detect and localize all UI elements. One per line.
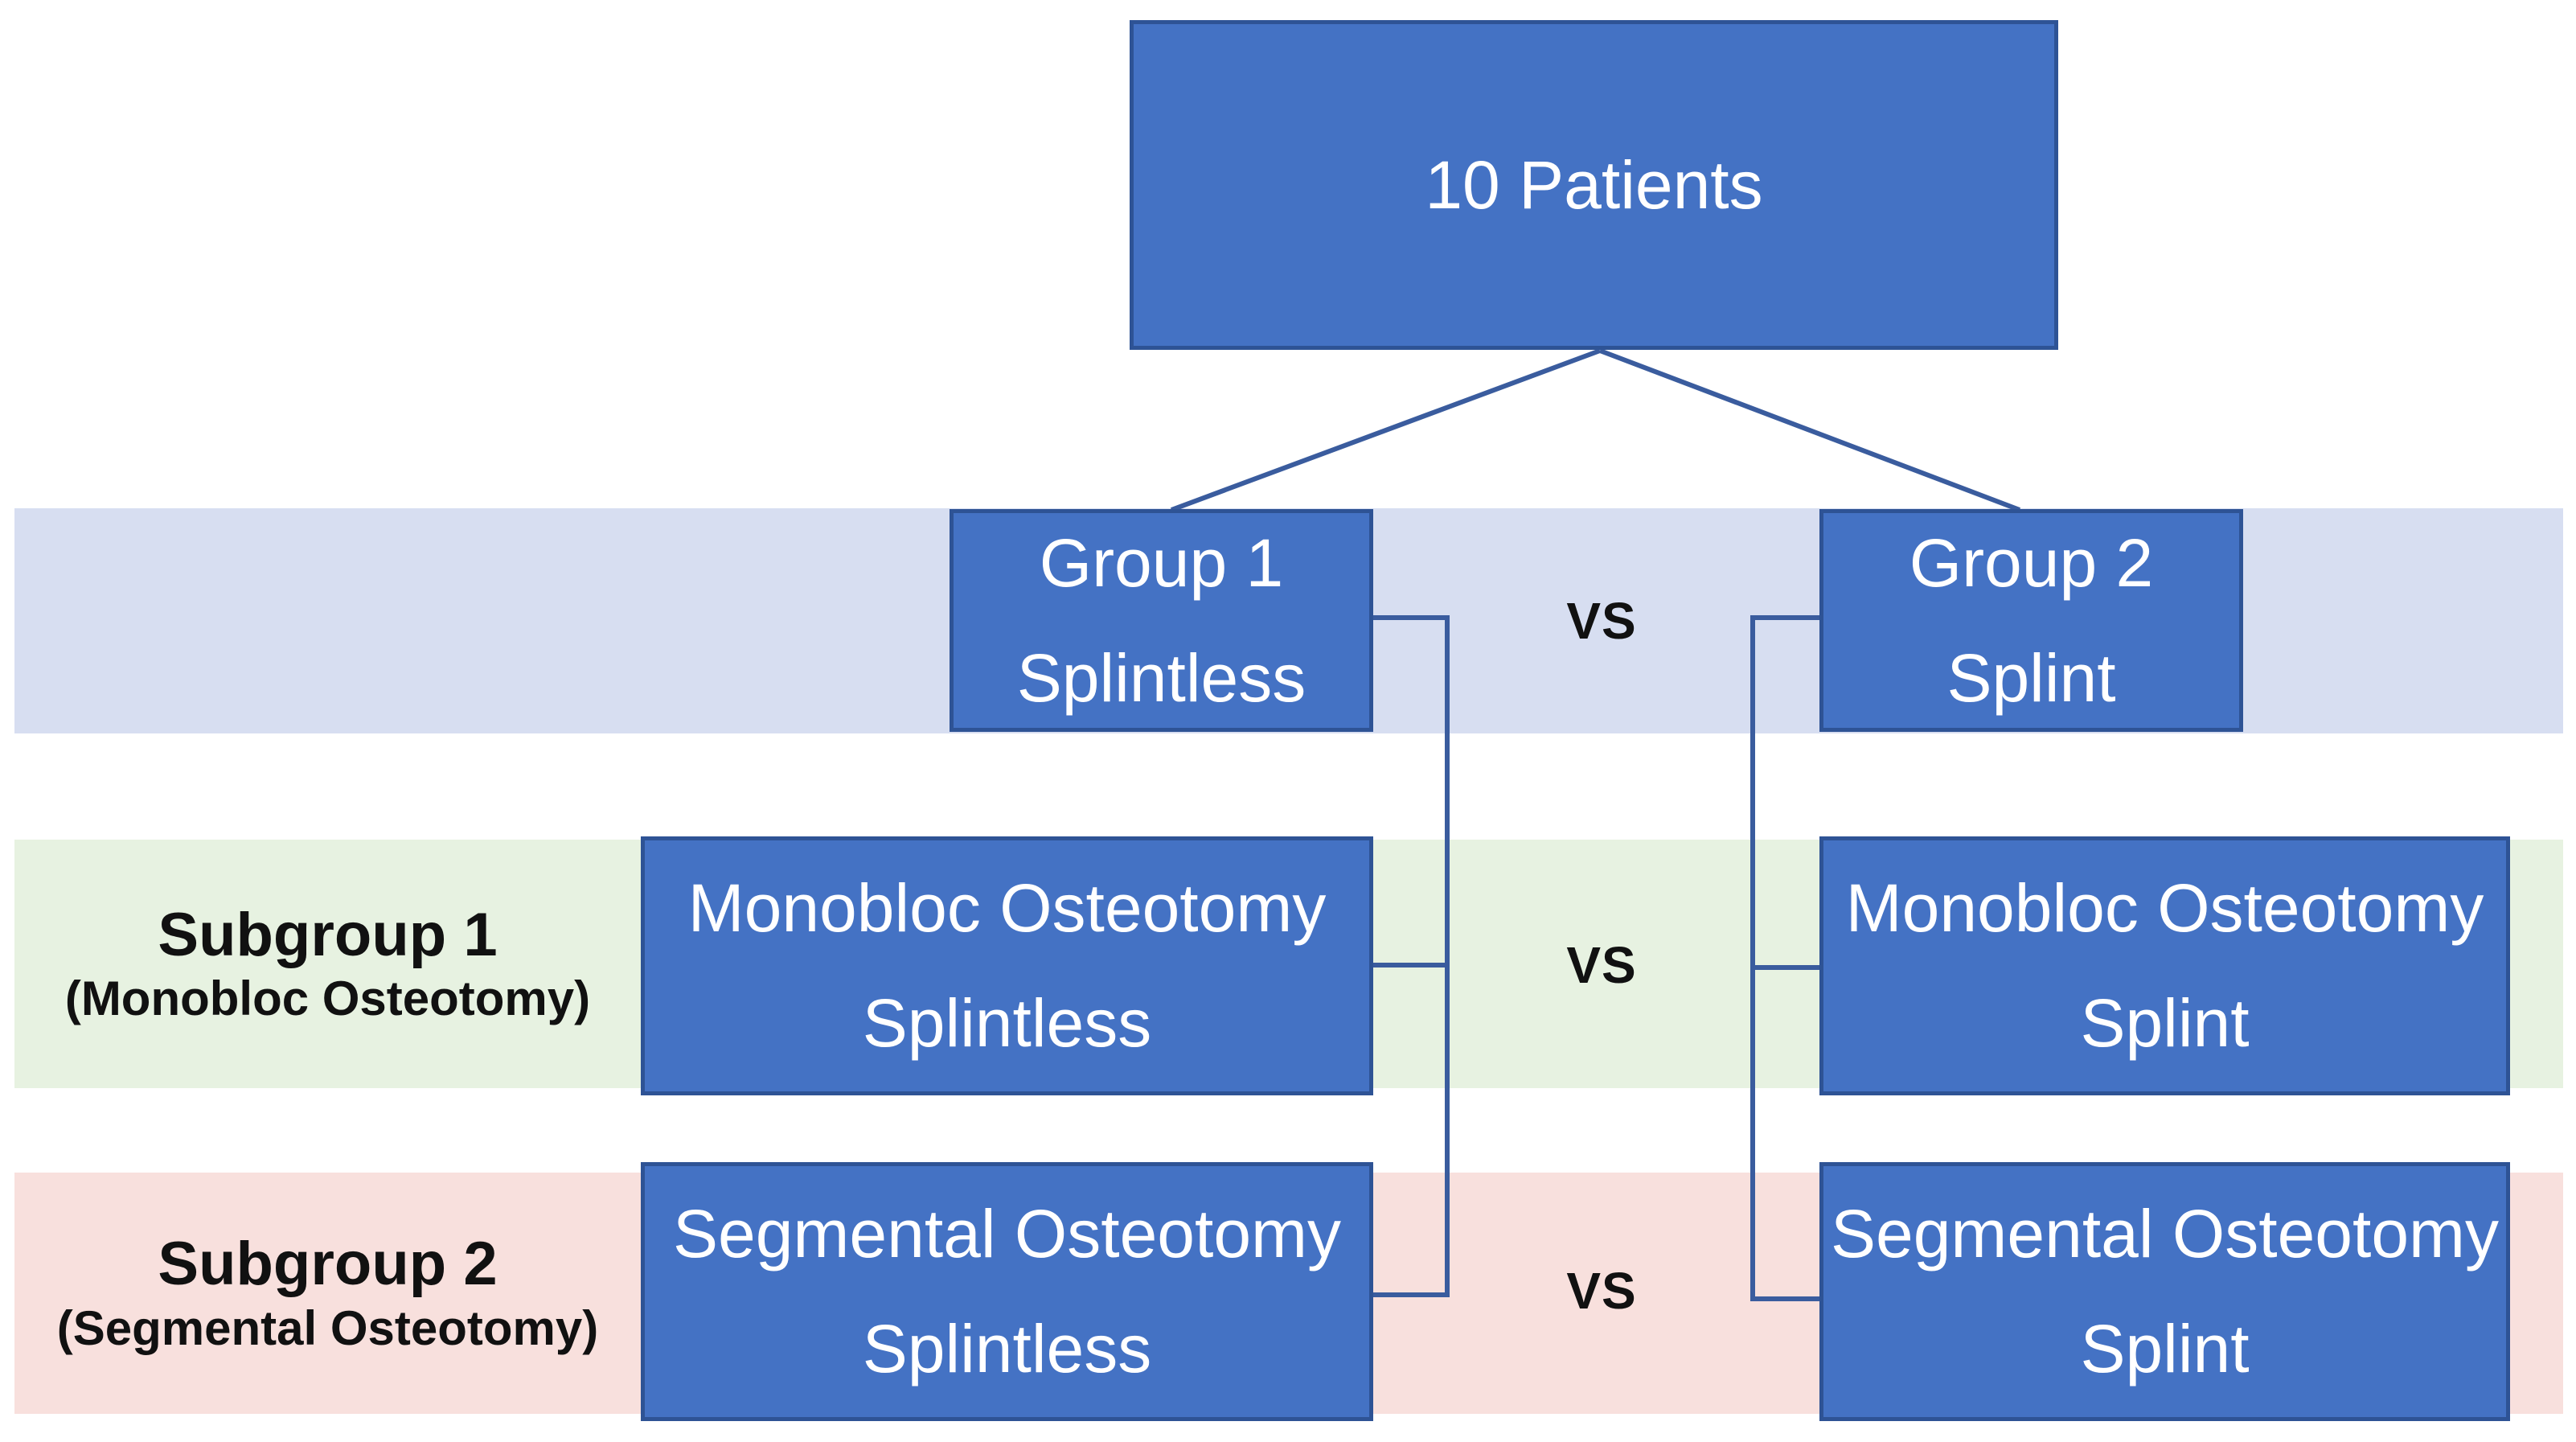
monobloc-splint-line2: Splint xyxy=(2080,985,2250,1061)
group2-box: Group 2 Splint xyxy=(1819,509,2243,732)
monobloc-splint-line1: Monobloc Osteotomy xyxy=(1845,870,2484,947)
segmental-splintless-line2: Splintless xyxy=(862,1311,1152,1387)
patients-box-label: 10 Patients xyxy=(1425,146,1763,223)
subgroup1-subtitle: (Monobloc Osteotomy) xyxy=(64,972,591,1026)
patients-box: 10 Patients xyxy=(1130,20,2058,350)
subgroup2-label: Subgroup 2 (Segmental Osteotomy) xyxy=(14,1173,641,1414)
diagonal-to-group2 xyxy=(1598,348,2021,512)
segmental-splint-line2: Splint xyxy=(2080,1311,2250,1387)
group1-box: Group 1 Splintless xyxy=(950,509,1373,732)
group2-line2: Splint xyxy=(1946,639,2116,716)
monobloc-splintless-line1: Monobloc Osteotomy xyxy=(687,870,1327,947)
segmental-splint-box: Segmental Osteotomy Splint xyxy=(1819,1162,2510,1421)
vs-label-subgroup2: VS xyxy=(1566,1262,1637,1320)
segmental-splint-line1: Segmental Osteotomy xyxy=(1830,1196,2500,1272)
segmental-splintless-line1: Segmental Osteotomy xyxy=(672,1196,1342,1272)
group1-line2: Splintless xyxy=(1016,639,1306,716)
group1-line1: Group 1 xyxy=(1039,524,1284,601)
vs-label-groups: VS xyxy=(1566,592,1637,650)
monobloc-splint-box: Monobloc Osteotomy Splint xyxy=(1819,836,2510,1095)
subgroup2-title: Subgroup 2 xyxy=(158,1230,498,1299)
subgroup1-label: Subgroup 1 (Monobloc Osteotomy) xyxy=(14,840,641,1088)
vs-label-subgroup1: VS xyxy=(1566,936,1637,994)
subgroup2-subtitle: (Segmental Osteotomy) xyxy=(56,1300,599,1355)
monobloc-splintless-box: Monobloc Osteotomy Splintless xyxy=(641,836,1373,1095)
monobloc-splintless-line2: Splintless xyxy=(862,985,1152,1061)
group2-line1: Group 2 xyxy=(1909,524,2154,601)
subgroup1-title: Subgroup 1 xyxy=(158,900,498,969)
segmental-splintless-box: Segmental Osteotomy Splintless xyxy=(641,1162,1373,1421)
diagonal-to-group1 xyxy=(1170,348,1602,512)
